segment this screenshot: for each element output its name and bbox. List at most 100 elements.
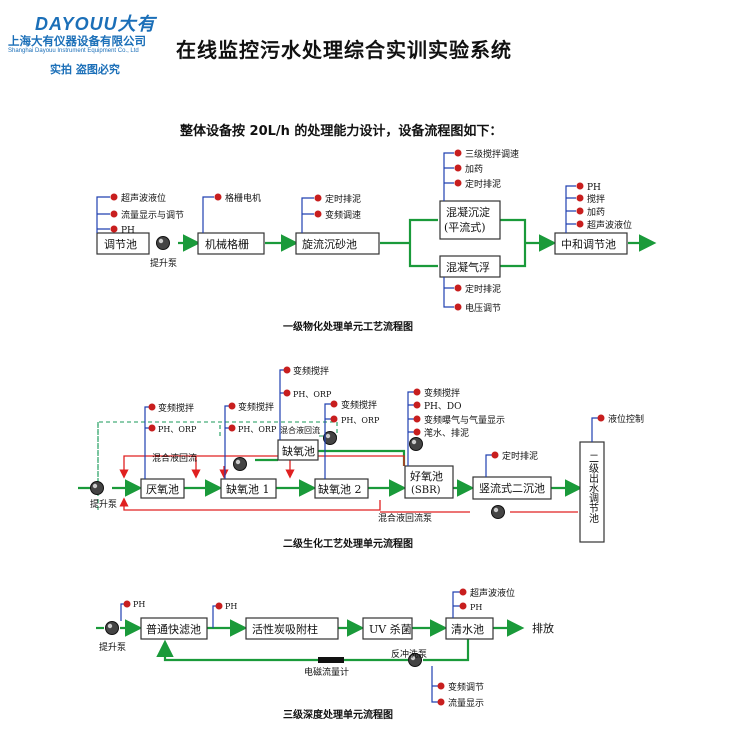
sensor-dot <box>454 284 462 292</box>
diagram-advanced-treatment: 提升泵 普通快滤池 活性炭吸附柱 UV 杀菌 清水池 排放 反冲洗泵 电磁流量计… <box>96 587 554 721</box>
sensor-dot <box>454 149 462 157</box>
label-anoxic-2: 缺氧池 2 <box>318 482 362 496</box>
label-anaerobic: 厌氧池 <box>146 482 179 496</box>
sensor-label: 超声波液位 <box>121 192 166 204</box>
sensor-label: 流量显示与调节 <box>121 209 184 221</box>
sensor-dot <box>576 220 584 228</box>
sensor-dot <box>454 303 462 311</box>
label-aerobic: 好氧池 <box>410 469 443 483</box>
sensor-dot <box>597 414 605 422</box>
label-regulating-tank: 调节池 <box>104 238 137 251</box>
company-name-en: Shanghai Dayouu Instrument Equipment Co.… <box>8 48 139 54</box>
label-mechanical-grille: 机械格栅 <box>205 237 249 251</box>
label-anoxic: 缺氧池 <box>282 444 315 458</box>
sensor-dot <box>148 424 156 432</box>
box-anoxic-tank <box>277 439 319 461</box>
box-aerobic-tank <box>404 465 454 499</box>
sensor-dot <box>437 682 445 690</box>
sensor-label: PH <box>225 602 237 611</box>
sensor-dot <box>576 194 584 202</box>
sensor-dot <box>314 194 322 202</box>
sensor-dot <box>413 388 421 396</box>
sensor-label: 变频搅拌 <box>424 387 460 399</box>
diagram-secondary-treatment: 提升泵 厌氧池 缺氧池 1 缺氧池 缺氧池 2 好氧池 (SBR) 竖流式二沉池… <box>78 365 644 550</box>
sensor-label: PH <box>587 183 601 193</box>
box-coagulation-flotation <box>439 255 501 278</box>
label-clarifier: 竖流式二沉池 <box>479 481 545 495</box>
sensor-label: 滗水、排泥 <box>424 427 469 439</box>
box-clear-water-tank <box>445 617 494 640</box>
sensor-dot <box>454 179 462 187</box>
sensor-label: 变频搅拌 <box>238 401 274 413</box>
company-name-cn: 上海大有仪器设备有限公司 <box>8 34 146 48</box>
box-grit-chamber <box>295 232 380 255</box>
pump-icon <box>409 437 423 451</box>
sensor-dot <box>491 451 499 459</box>
diagram-primary-treatment: 调节池 提升泵 机械格栅 旋流沉砂池 混凝沉淀 (平流式) 混凝气浮 中和调节池… <box>96 148 657 333</box>
sensor-label: PH <box>133 600 145 609</box>
sensor-label: 定时排泥 <box>465 283 501 295</box>
sensor-dot <box>576 207 584 215</box>
page-title: 在线监控污水处理综合实训实验系统 <box>176 38 512 62</box>
label-sbr: (SBR) <box>411 485 441 496</box>
sensor-dot <box>413 415 421 423</box>
label-coag-sed-type: (平流式) <box>444 220 486 234</box>
label-mixed-return: 混合液回流 <box>152 452 197 464</box>
sensor-dot <box>314 210 322 218</box>
sensor-label: 加药 <box>465 164 483 175</box>
sensor-dot <box>576 182 584 190</box>
sensor-label: 变频曝气与气量显示 <box>424 414 505 426</box>
sensor-dot <box>437 698 445 706</box>
page-subtitle: 整体设备按 20L/h 的处理能力设计，设备流程图如下： <box>180 124 503 139</box>
sensor-label: PH、ORP <box>293 390 332 399</box>
sensor-dot <box>110 193 118 201</box>
sensor-dot <box>228 424 236 432</box>
sensor-label: PH <box>470 603 482 612</box>
sensor-label: PH、DO <box>424 402 462 412</box>
label-rapid-filter: 普通快滤池 <box>146 622 201 636</box>
pump-icon <box>491 505 505 519</box>
lift-pump-icon <box>90 481 104 495</box>
sensor-dot <box>110 210 118 218</box>
sensor-label: 超声波液位 <box>587 219 632 231</box>
sensor-label: 变频调节 <box>448 681 484 693</box>
sensor-label: 超声波液位 <box>470 587 515 599</box>
box-coagulation-sedimentation <box>439 200 501 240</box>
sensor-label: 变频搅拌 <box>341 399 377 411</box>
label-flowmeter: 电磁流量计 <box>304 666 349 678</box>
box-uv-sterilization <box>362 617 413 640</box>
sensor-dot <box>459 602 467 610</box>
sensor-dot <box>123 600 131 608</box>
label-clear-tank: 清水池 <box>451 623 484 636</box>
sensor-label: PH、ORP <box>341 416 380 425</box>
label-grit-chamber: 旋流沉砂池 <box>302 237 357 251</box>
pump-icon <box>233 457 247 471</box>
lift-pump-icon <box>105 621 119 635</box>
diagram1-caption: 一级物化处理单元工艺流程图 <box>283 320 413 333</box>
sensor-label: PH <box>121 226 135 236</box>
box-anoxic-tank-1 <box>220 478 277 499</box>
box-mechanical-grille <box>197 232 265 255</box>
sensor-label: 液位控制 <box>608 413 644 425</box>
sensor-label: 三级搅拌调速 <box>465 148 519 160</box>
copyright-notice: 实拍 盗图必究 <box>50 63 120 76</box>
sensor-dot <box>283 389 291 397</box>
sensor-label: 电压调节 <box>465 302 501 314</box>
sensor-dot <box>148 403 156 411</box>
sensor-dot <box>454 164 462 172</box>
box-neutralization-tank <box>554 232 628 255</box>
label-backwash-pump: 反冲洗泵 <box>391 648 427 660</box>
sensor-label: 定时排泥 <box>502 450 538 462</box>
label-neutral-tank: 中和调节池 <box>561 238 616 251</box>
label-lift-pump: 提升泵 <box>99 642 126 653</box>
label-coag-flot: 混凝气浮 <box>446 260 490 274</box>
flowmeter-icon <box>318 657 344 663</box>
box-rapid-filter <box>140 617 208 640</box>
sensor-dot <box>283 366 291 374</box>
label-carbon-column: 活性炭吸附柱 <box>252 622 318 636</box>
company-logo: DAYOUU大有 <box>35 14 156 34</box>
box-regulating-tank <box>96 232 150 255</box>
label-lift-pump: 提升泵 <box>150 258 177 269</box>
box-anaerobic-tank <box>140 478 185 499</box>
sensor-dot <box>215 602 223 610</box>
